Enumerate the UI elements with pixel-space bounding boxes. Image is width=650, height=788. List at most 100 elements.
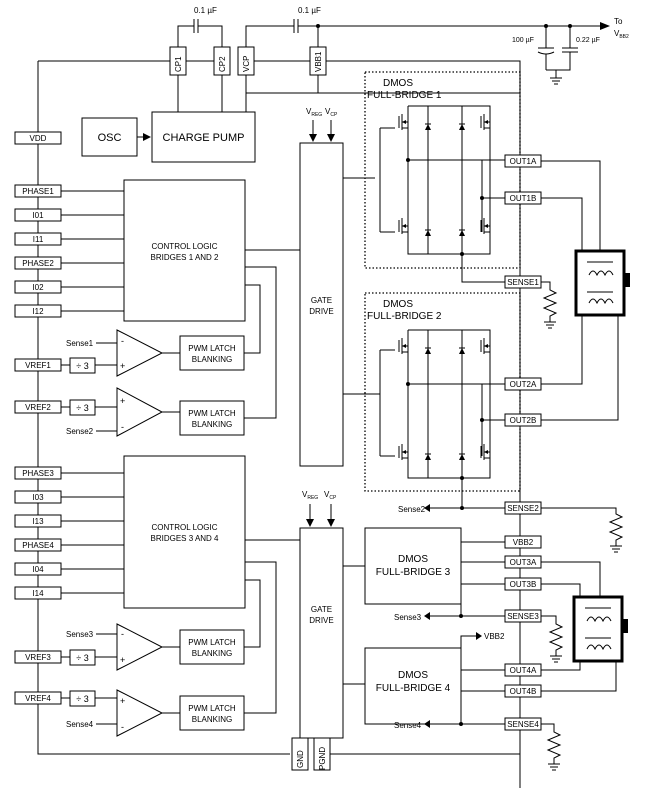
top-capacitor-network: 0.1 µF 0.1 µF To VBB2 100 µF 0.22 µF [177,6,629,85]
pin-vref1[interactable]: VREF1 [14,358,62,372]
svg-text:SENSE1: SENSE1 [507,278,539,287]
vbb2-supply-label: VBB2 [614,29,629,40]
pin-vref3[interactable]: VREF3 [14,650,62,664]
sense4-comp-label: Sense4 [66,720,94,729]
svg-text:PHASE1: PHASE1 [22,187,54,196]
pin-cp1[interactable]: CP1 [169,46,187,76]
svg-text:OSC: OSC [98,132,122,144]
pin-phase1[interactable]: PHASE1 [14,184,62,198]
gate-drive-lower: VREG VCP GATE DRIVE [299,490,344,739]
pin-i02[interactable]: I02 [14,280,62,294]
full-bridge-2: DMOS FULL-BRIDGE 2 [364,292,521,510]
vcp-label-1: VCP [325,107,338,118]
svg-text:FULL-BRIDGE 2: FULL-BRIDGE 2 [367,311,442,322]
pin-vref4[interactable]: VREF4 [14,691,62,705]
svg-text:VCP: VCP [324,490,337,501]
pin-gnd[interactable]: GND [291,737,309,771]
svg-text:PHASE2: PHASE2 [22,259,54,268]
comparator-1 [116,329,164,377]
pin-phase4[interactable]: PHASE4 [14,538,62,552]
svg-text:+: + [120,361,125,371]
sense3-comp-label: Sense3 [66,630,94,639]
svg-text:OUT4A: OUT4A [510,666,537,675]
vreg-label-1: VREG [306,107,322,118]
svg-text:CP1: CP1 [174,56,183,72]
svg-text:PWM LATCH: PWM LATCH [188,344,236,353]
comparator-4 [116,689,164,737]
svg-text:I12: I12 [32,307,44,316]
pin-phase3[interactable]: PHASE3 [14,466,62,480]
comparator-2 [116,387,164,437]
svg-text:BLANKING: BLANKING [192,355,232,364]
pwm-latch-1 [179,335,245,371]
svg-text:VREF3: VREF3 [25,653,51,662]
pin-out4b[interactable]: OUT4B [504,684,542,698]
svg-text:GATE: GATE [311,605,332,614]
pin-vbb1[interactable]: VBB1 [309,46,327,76]
pin-vref2[interactable]: VREF2 [14,400,62,414]
sense2-comp-label: Sense2 [66,427,94,436]
pin-out3a[interactable]: OUT3A [504,555,542,569]
bottom-pins: GND PGND [291,737,331,771]
svg-text:I04: I04 [32,565,44,574]
svg-text:CONTROL LOGIC: CONTROL LOGIC [152,242,218,251]
svg-text:SENSE3: SENSE3 [507,612,539,621]
svg-text:VREG: VREG [302,490,318,501]
control-logic-12-block: CONTROL LOGIC BRIDGES 1 AND 2 [123,179,246,322]
pin-i04[interactable]: I04 [14,562,62,576]
svg-text:+: + [120,396,125,406]
svg-text:-: - [121,722,124,732]
pin-out2b[interactable]: OUT2B [504,413,542,427]
svg-text:DMOS: DMOS [383,78,413,89]
svg-text:÷ 3: ÷ 3 [76,361,88,371]
pin-out1b[interactable]: OUT1B [504,191,542,205]
svg-text:÷ 3: ÷ 3 [76,403,88,413]
svg-text:DMOS: DMOS [398,554,428,565]
pin-phase2[interactable]: PHASE2 [14,256,62,270]
pin-out1a[interactable]: OUT1A [504,154,542,168]
svg-text:I11: I11 [33,235,44,244]
svg-text:I14: I14 [32,589,44,598]
pin-vdd[interactable]: VDD [14,131,62,145]
pin-sense3[interactable]: SENSE3 [504,609,542,623]
svg-text:FULL-BRIDGE 3: FULL-BRIDGE 3 [376,567,451,578]
pin-i03[interactable]: I03 [14,490,62,504]
ic-outline-right [38,60,521,788]
cap-022uf-label: 0.22 µF [576,37,600,44]
svg-text:OUT4B: OUT4B [510,687,537,696]
pin-out3b[interactable]: OUT3B [504,577,542,591]
svg-text:CP2: CP2 [218,56,227,72]
pin-cp2[interactable]: CP2 [213,46,231,76]
svg-text:I02: I02 [32,283,44,292]
pin-i11[interactable]: I11 [14,232,62,246]
svg-text:CHARGE PUMP: CHARGE PUMP [163,132,245,144]
svg-text:PWM LATCH: PWM LATCH [188,409,236,418]
pin-pgnd[interactable]: PGND [313,737,331,771]
right-pins-upper: OUT1A OUT1B SENSE1 OUT2A OUT2B SENSE2 [504,154,542,515]
pin-i12[interactable]: I12 [14,304,62,318]
pin-sense1[interactable]: SENSE1 [504,275,542,289]
svg-text:I13: I13 [32,517,44,526]
pin-out2a[interactable]: OUT2A [504,377,542,391]
pin-sense2[interactable]: SENSE2 [504,501,542,515]
pin-i01[interactable]: I01 [14,208,62,222]
pin-sense4[interactable]: SENSE4 [504,717,542,731]
pin-vbb2[interactable]: VBB2 [504,535,542,549]
pin-vcp[interactable]: VCP [237,46,255,76]
svg-text:PHASE4: PHASE4 [22,541,54,550]
pin-i14[interactable]: I14 [14,586,62,600]
svg-text:OUT2A: OUT2A [510,380,537,389]
svg-text:+: + [120,696,125,706]
sense1-comp-label: Sense1 [66,339,94,348]
svg-text:OUT3A: OUT3A [510,558,537,567]
svg-text:-: - [121,422,124,432]
svg-text:DRIVE: DRIVE [309,616,333,625]
svg-text:-: - [121,336,124,346]
pin-i13[interactable]: I13 [14,514,62,528]
svg-text:SENSE2: SENSE2 [507,504,539,513]
svg-text:VDD: VDD [30,134,47,143]
pin-out4a[interactable]: OUT4A [504,663,542,677]
svg-text:SENSE4: SENSE4 [507,720,539,729]
svg-text:÷ 3: ÷ 3 [76,694,88,704]
comparator-3 [116,623,164,671]
